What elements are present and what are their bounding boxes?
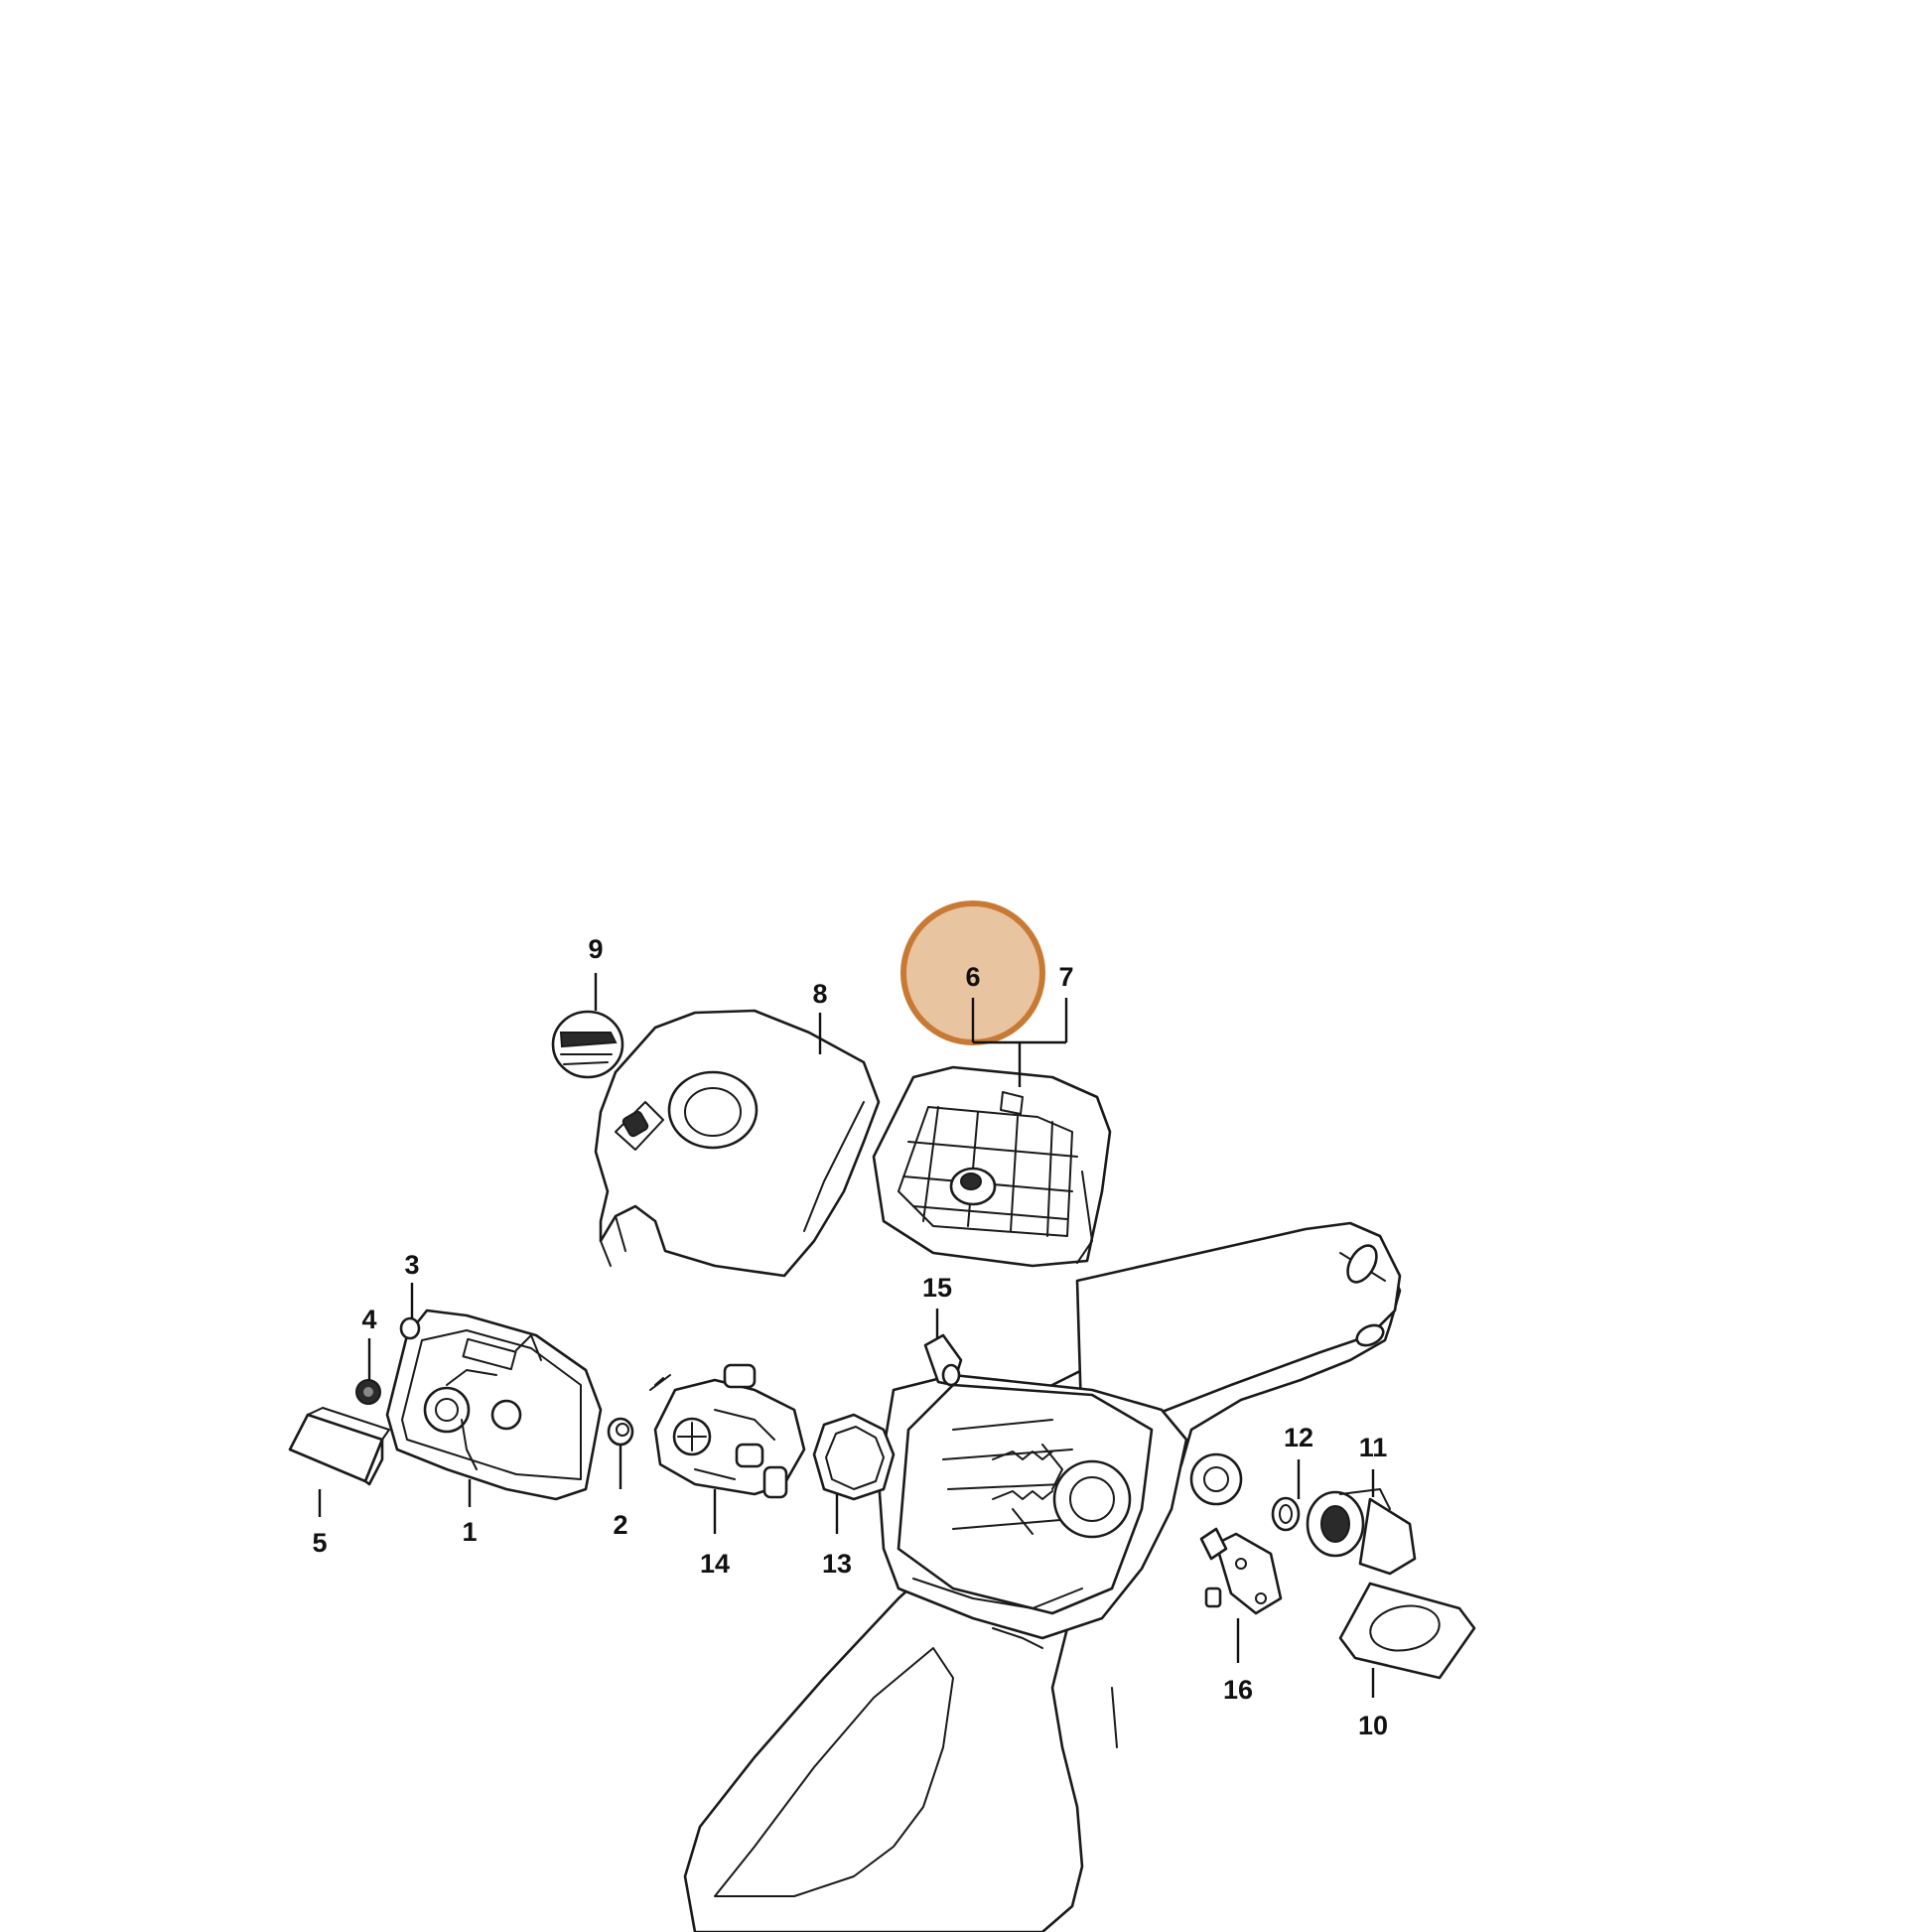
callout-13: 13 (822, 1549, 852, 1579)
callout-15: 15 (922, 1273, 952, 1303)
callout-1: 1 (462, 1517, 477, 1547)
rear-handle-housing (683, 1221, 1402, 1932)
callout-14: 14 (700, 1549, 730, 1579)
callout-4: 4 (361, 1305, 376, 1334)
callout-labels: 1 2 3 4 5 6 7 8 9 10 11 12 13 14 15 16 (312, 934, 1388, 1740)
callout-5: 5 (312, 1528, 327, 1558)
part-13-gasket (812, 1413, 896, 1501)
part-11-strainer (1306, 1488, 1417, 1576)
callout-8: 8 (812, 979, 827, 1009)
callout-9: 9 (588, 934, 603, 964)
part-8-top-cover (594, 1009, 881, 1278)
part-7-air-filter (872, 1065, 1112, 1268)
part-1-housing (385, 1309, 603, 1501)
callout-10: 10 (1358, 1711, 1388, 1740)
part-3-o-ring (399, 1316, 421, 1340)
part-9-cap (551, 1010, 624, 1079)
leader-lines (318, 973, 1375, 1698)
callout-16: 16 (1223, 1675, 1253, 1705)
part-10-gasket-frame (1338, 1582, 1476, 1680)
callout-12: 12 (1284, 1423, 1313, 1452)
part-4-nut (355, 1379, 381, 1405)
part-16-bracket (1199, 1527, 1283, 1615)
part-5-foam-block (288, 1407, 390, 1486)
callout-3: 3 (404, 1250, 419, 1280)
callout-11: 11 (1359, 1433, 1388, 1462)
callout-6: 6 (965, 962, 980, 992)
callout-7: 7 (1058, 962, 1073, 992)
part-12-ring (1271, 1496, 1301, 1532)
part-15-fitting (923, 1333, 963, 1387)
part-14-carburetor (649, 1363, 806, 1499)
part-2-nut (607, 1417, 634, 1447)
callout-2: 2 (613, 1510, 627, 1540)
